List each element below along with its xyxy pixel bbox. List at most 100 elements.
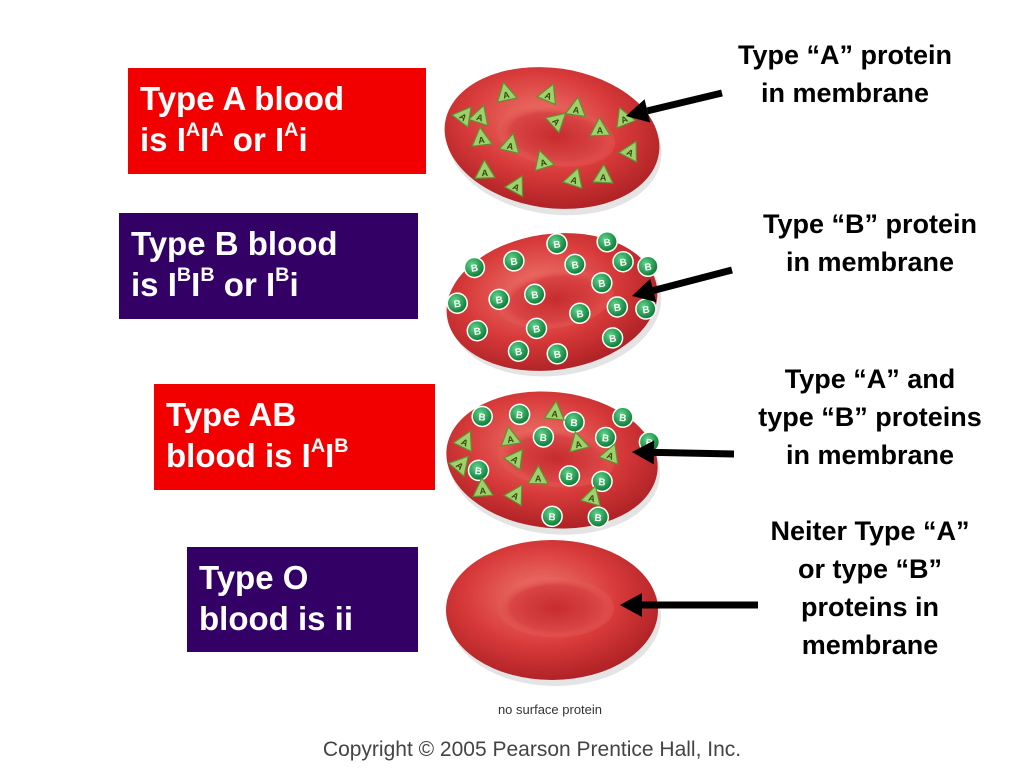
type-a-protein-icon: A xyxy=(447,455,470,478)
svg-text:B: B xyxy=(478,412,486,424)
type-b-protein-icon: B xyxy=(601,327,624,349)
svg-text:A: A xyxy=(543,90,553,102)
type-b-protein-icon: B xyxy=(471,405,493,428)
svg-text:B: B xyxy=(619,257,628,269)
svg-text:A: A xyxy=(510,490,521,502)
svg-text:A: A xyxy=(511,181,522,193)
svg-text:A: A xyxy=(457,111,469,123)
svg-text:B: B xyxy=(532,324,541,336)
type-b-protein-icon: B xyxy=(525,317,548,340)
type-b-protein-icon: B xyxy=(546,343,569,365)
svg-text:B: B xyxy=(473,326,482,338)
type-o-line1: Type O xyxy=(199,559,309,596)
svg-text:A: A xyxy=(605,450,615,462)
callout-type-ab-proteins: Type “A” and type “B” proteins in membra… xyxy=(758,364,982,470)
svg-text:A: A xyxy=(509,454,521,466)
type-a-protein-icon: A xyxy=(617,140,638,163)
type-b-protein-icon: B xyxy=(563,411,585,433)
type-a-protein-icon: A xyxy=(502,483,523,507)
type-b-protein-icon: B xyxy=(524,283,546,306)
svg-text:B: B xyxy=(515,410,523,422)
svg-text:B: B xyxy=(598,477,606,489)
type-a-label-box: Type A blood is IAIA or IAi xyxy=(128,68,426,174)
type-b-protein-icon: B xyxy=(591,470,613,493)
type-b-protein-icon: B xyxy=(546,232,568,255)
svg-text:B: B xyxy=(576,309,585,321)
svg-text:B: B xyxy=(601,433,609,445)
type-a-protein-icon: A xyxy=(472,476,495,498)
svg-text:B: B xyxy=(539,433,547,445)
type-a-protein-icon: A xyxy=(471,126,494,148)
type-b-protein-icon: B xyxy=(467,459,490,482)
svg-text:A: A xyxy=(619,114,629,126)
svg-text:B: B xyxy=(495,295,504,307)
type-a-protein-icon: A xyxy=(527,464,550,485)
type-a-protein-icon: A xyxy=(569,430,591,453)
type-b-protein-icon: B xyxy=(591,272,613,294)
svg-text:A: A xyxy=(535,474,542,484)
svg-text:B: B xyxy=(470,263,479,275)
type-b-protein-icon: B xyxy=(637,255,659,278)
copyright-notice: Copyright © 2005 Pearson Prentice Hall, … xyxy=(322,738,742,761)
svg-text:A: A xyxy=(600,172,608,182)
svg-text:A: A xyxy=(481,168,488,178)
svg-text:A: A xyxy=(454,460,466,472)
type-a-protein-icon: A xyxy=(503,174,524,198)
arrow-type-a xyxy=(626,89,723,123)
arrow-type-ab xyxy=(632,440,735,465)
type-b-label-box: Type B blood is IBIB or IBi xyxy=(119,213,418,319)
type-ab-genotype: blood is IAIB xyxy=(166,435,349,474)
callout-type-b-protein: Type “B” protein in membrane xyxy=(762,209,977,277)
type-a-protein-icon: A xyxy=(591,163,614,184)
type-a-protein-icon: A xyxy=(496,81,519,103)
type-a-protein-icon: A xyxy=(564,95,587,118)
type-b-genotype: is IBIB or IBi xyxy=(131,264,299,303)
type-b-protein-icon: B xyxy=(596,230,618,253)
svg-text:B: B xyxy=(553,349,562,361)
type-a-protein-icon: A xyxy=(544,112,567,134)
type-b-protein-icon: B xyxy=(606,296,629,318)
type-b-protein-icon: B xyxy=(508,403,531,426)
type-a-protein-icon: A xyxy=(452,429,473,453)
type-b-protein-icon: B xyxy=(463,256,486,279)
svg-text:B: B xyxy=(608,333,617,345)
svg-text:A: A xyxy=(506,434,514,445)
callout-type-a-protein: Type “A” protein in membrane xyxy=(737,40,952,108)
svg-text:B: B xyxy=(613,302,622,314)
type-a-line1: Type A blood xyxy=(140,80,345,117)
type-a-protein-icon: A xyxy=(467,104,489,127)
svg-text:B: B xyxy=(571,260,580,272)
svg-text:A: A xyxy=(596,125,603,135)
svg-text:B: B xyxy=(510,256,519,268)
svg-text:A: A xyxy=(574,439,583,450)
svg-text:A: A xyxy=(587,493,596,505)
type-b-protein-icon: B xyxy=(488,288,510,311)
type-a-protein-icon: A xyxy=(534,149,556,172)
type-b-protein-icon: B xyxy=(587,506,610,528)
svg-text:A: A xyxy=(475,112,485,124)
type-a-protein-icon: A xyxy=(535,82,557,106)
svg-text:B: B xyxy=(565,472,573,484)
type-a-protein-icon: A xyxy=(543,399,566,421)
type-b-protein-icon: B xyxy=(558,465,581,487)
type-a-protein-icon: A xyxy=(616,106,637,129)
svg-text:B: B xyxy=(570,418,578,430)
type-a-protein-icon: A xyxy=(502,448,524,471)
type-b-protein-icon: B xyxy=(503,250,525,272)
svg-text:A: A xyxy=(479,486,487,496)
svg-text:A: A xyxy=(625,147,636,159)
svg-text:A: A xyxy=(572,105,580,116)
type-b-protein-icon: B xyxy=(612,250,634,273)
svg-text:A: A xyxy=(539,157,549,169)
type-ab-line1: Type AB xyxy=(166,396,297,433)
svg-text:B: B xyxy=(474,466,482,478)
svg-text:B: B xyxy=(594,513,602,525)
svg-text:A: A xyxy=(550,116,562,128)
type-b-protein-icon: B xyxy=(466,319,489,342)
type-o-red-cell xyxy=(446,540,661,686)
svg-text:B: B xyxy=(644,262,653,274)
svg-text:B: B xyxy=(514,347,523,359)
